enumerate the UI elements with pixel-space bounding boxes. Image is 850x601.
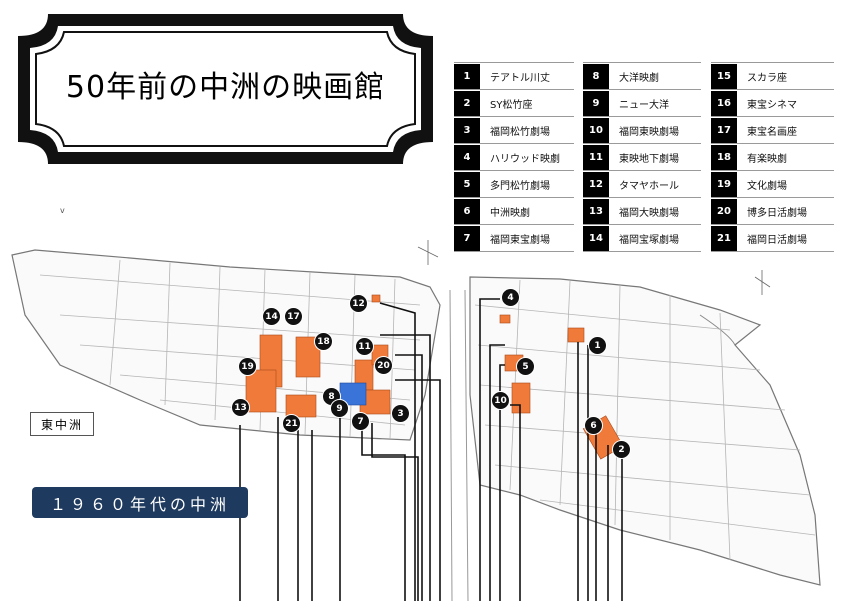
- legend-number: 11: [583, 144, 609, 170]
- legend-number: 12: [583, 171, 609, 197]
- map-marker-18: 18: [314, 332, 333, 351]
- page-title: 50年前の中洲の映画館: [65, 70, 386, 105]
- legend-row: 14 福岡宝塚劇場: [583, 225, 701, 252]
- legend-row: 15 スカラ座: [711, 63, 834, 90]
- legend-row: 18 有楽映劇: [711, 144, 834, 171]
- legend-number: 7: [454, 225, 480, 251]
- legend-table-1: 1 テアトル川丈 2 SY松竹座 3 福岡松竹劇場 4 ハリウッド映劇 5 多門松竹劇場 6 中洲映劇…: [454, 62, 574, 252]
- legend-row: 2 SY松竹座: [454, 90, 574, 117]
- legend-number: 17: [711, 117, 737, 143]
- map-marker-10: 10: [491, 391, 510, 410]
- legend-row: 21 福岡日活劇場: [711, 225, 834, 252]
- svg-text:v: v: [60, 206, 65, 215]
- legend-number: 20: [711, 198, 737, 224]
- map-marker-5: 5: [516, 357, 535, 376]
- legend-theater-name: ニュー大洋: [619, 99, 669, 111]
- legend-theater-name: ハリウッド映劇: [490, 153, 560, 165]
- legend-row: 1 テアトル川丈: [454, 63, 574, 90]
- map-marker-13: 13: [231, 398, 250, 417]
- nakasu-map: v: [11, 206, 821, 601]
- legend-number: 15: [711, 63, 737, 89]
- legend-row: 16 東宝シネマ: [711, 90, 834, 117]
- legend-number: 16: [711, 90, 737, 116]
- legend-row: 5 多門松竹劇場: [454, 171, 574, 198]
- legend-row: 9 ニュー大洋: [583, 90, 701, 117]
- legend-theater-name: 福岡東映劇場: [619, 126, 679, 138]
- area-label-higashi-nakasu: 東中洲: [30, 412, 94, 436]
- legend-theater-name: 福岡東宝劇場: [490, 234, 550, 246]
- legend-theater-name: 大洋映劇: [619, 72, 659, 84]
- map-marker-12: 12: [349, 294, 368, 313]
- legend-theater-name: 東宝シネマ: [747, 99, 797, 111]
- map-marker-19: 19: [238, 357, 257, 376]
- legend-number: 4: [454, 144, 480, 170]
- map-marker-20: 20: [374, 356, 393, 375]
- legend-row: 8 大洋映劇: [583, 63, 701, 90]
- legend-number: 19: [711, 171, 737, 197]
- legend-theater-name: 東宝名画座: [747, 126, 797, 138]
- legend-number: 14: [583, 225, 609, 251]
- legend-theater-name: 博多日活劇場: [747, 207, 807, 219]
- map-marker-21: 21: [282, 414, 301, 433]
- legend-theater-name: 多門松竹劇場: [490, 180, 550, 192]
- era-badge: １９６０年代の中洲: [32, 487, 248, 518]
- map-marker-3: 3: [391, 404, 410, 423]
- legend-number: 3: [454, 117, 480, 143]
- legend-theater-name: スカラ座: [747, 72, 787, 84]
- legend-theater-name: テアトル川丈: [490, 72, 550, 84]
- legend-number: 21: [711, 225, 737, 251]
- legend-theater-name: 東映地下劇場: [619, 153, 679, 165]
- legend-number: 9: [583, 90, 609, 116]
- legend-number: 1: [454, 63, 480, 89]
- legend-row: 4 ハリウッド映劇: [454, 144, 574, 171]
- legend-number: 6: [454, 198, 480, 224]
- legend-table-2: 8 大洋映劇 9 ニュー大洋 10 福岡東映劇場 11 東映地下劇場 12 タマヤホール 13 福岡大…: [583, 62, 701, 252]
- map-marker-14: 14: [262, 307, 281, 326]
- map-marker-7: 7: [351, 412, 370, 431]
- legend-number: 10: [583, 117, 609, 143]
- legend-row: 17 東宝名画座: [711, 117, 834, 144]
- map-marker-1: 1: [588, 336, 607, 355]
- legend-row: 6 中洲映劇: [454, 198, 574, 225]
- legend-row: 20 博多日活劇場: [711, 198, 834, 225]
- legend-theater-name: SY松竹座: [490, 99, 533, 111]
- legend-number: 5: [454, 171, 480, 197]
- legend-row: 7 福岡東宝劇場: [454, 225, 574, 252]
- legend-row: 3 福岡松竹劇場: [454, 117, 574, 144]
- legend-row: 13 福岡大映劇場: [583, 198, 701, 225]
- title-plaque: [18, 14, 433, 164]
- legend-theater-name: 福岡日活劇場: [747, 234, 807, 246]
- legend-number: 8: [583, 63, 609, 89]
- legend-theater-name: 福岡大映劇場: [619, 207, 679, 219]
- legend-number: 18: [711, 144, 737, 170]
- legend-row: 11 東映地下劇場: [583, 144, 701, 171]
- legend-theater-name: 中洲映劇: [490, 207, 530, 219]
- map-marker-11: 11: [355, 337, 374, 356]
- legend-theater-name: タマヤホール: [619, 180, 679, 192]
- legend-row: 10 福岡東映劇場: [583, 117, 701, 144]
- map-marker-17: 17: [284, 307, 303, 326]
- legend-number: 2: [454, 90, 480, 116]
- map-marker-2: 2: [612, 440, 631, 459]
- map-marker-9: 9: [330, 399, 349, 418]
- legend-number: 13: [583, 198, 609, 224]
- legend-row: 19 文化劇場: [711, 171, 834, 198]
- legend-row: 12 タマヤホール: [583, 171, 701, 198]
- legend-theater-name: 福岡松竹劇場: [490, 126, 550, 138]
- map-marker-6: 6: [584, 416, 603, 435]
- map-marker-4: 4: [501, 288, 520, 307]
- legend-table-3: 15 スカラ座 16 東宝シネマ 17 東宝名画座 18 有楽映劇 19 文化劇場 20 博多日活劇場…: [711, 62, 834, 252]
- legend-theater-name: 有楽映劇: [747, 153, 787, 165]
- legend-theater-name: 福岡宝塚劇場: [619, 234, 679, 246]
- legend-theater-name: 文化劇場: [747, 180, 787, 192]
